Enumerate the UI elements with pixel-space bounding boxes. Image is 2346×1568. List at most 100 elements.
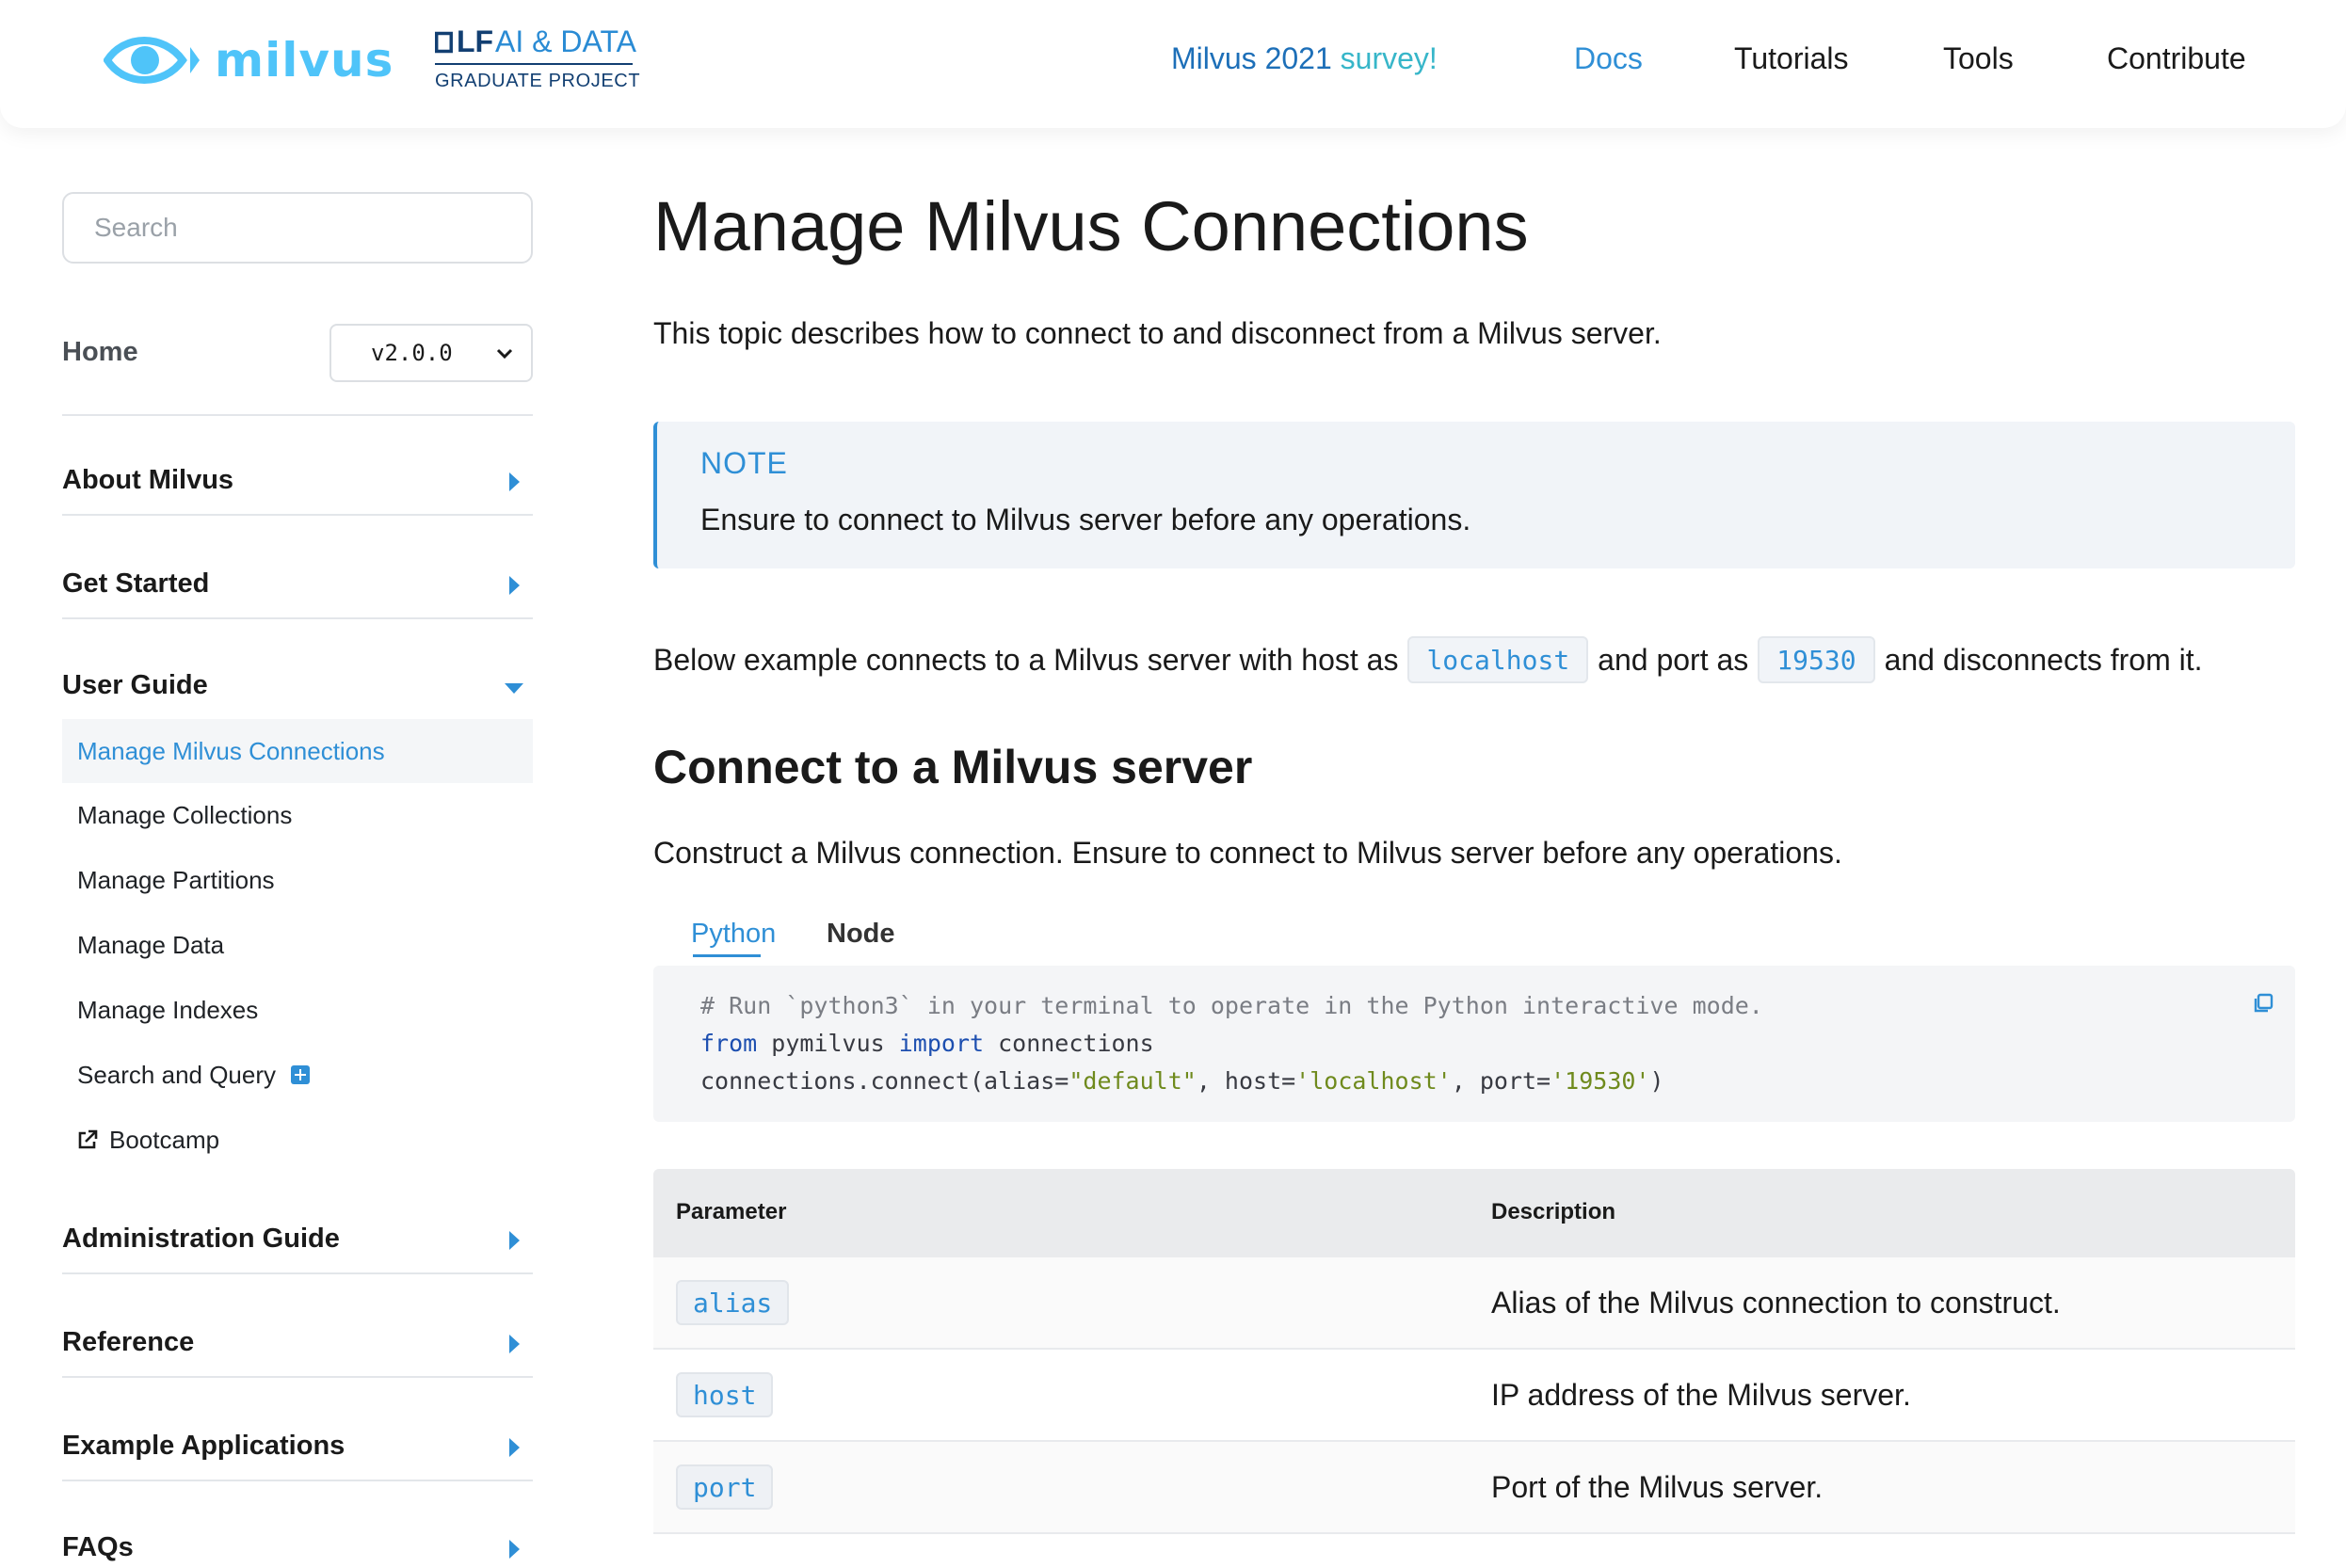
param-code: host [676,1372,774,1417]
home-link[interactable]: Home [62,337,138,367]
lf-bracket-icon [435,31,453,53]
sidebar-section-about[interactable]: About Milvus [62,465,533,503]
code-token: connections [984,1030,1154,1057]
section-label: User Guide [62,670,208,700]
example-text: Below example connects to a Milvus serve… [653,642,1399,677]
logo-wordmark: milvus [215,33,394,88]
sidebar-item-search-query[interactable]: Search and Query [62,1043,533,1107]
code-line: # Run `python3` in your terminal to oper… [700,992,1763,1019]
top-header: milvus LF AI & DATA GRADUATE PROJECT Mil… [0,0,2346,128]
note-text: Ensure to connect to Milvus server befor… [700,503,1471,536]
sidebar-divider [62,617,533,619]
code-token: , port= [1451,1067,1551,1095]
section-label: Example Applications [62,1431,345,1461]
table-header: Parameter Description [653,1169,2295,1257]
sidebar-divider [62,1376,533,1378]
table-row: port Port of the Milvus server. [653,1442,2295,1534]
code-token: 'localhost' [1295,1067,1452,1095]
code-token: pymilvus [757,1030,899,1057]
param-description: Port of the Milvus server. [1491,1470,1824,1504]
section-label: Reference [62,1327,195,1357]
sidebar-section-examples[interactable]: Example Applications [62,1431,533,1468]
inline-code-host: localhost [1407,636,1589,683]
code-token: ) [1649,1067,1664,1095]
caret-down-icon [505,683,523,694]
ai-data-label: AI & DATA [495,24,636,58]
caret-right-icon [509,1231,520,1250]
tab-node[interactable]: Node [827,919,895,949]
external-link-icon [78,1129,98,1149]
example-paragraph: Below example connects to a Milvus serve… [653,636,2203,683]
section-label: Administration Guide [62,1224,340,1254]
lf-ai-data-badge[interactable]: LF AI & DATA GRADUATE PROJECT [435,24,641,92]
sidebar-item-bootcamp[interactable]: Bootcamp [62,1108,533,1172]
table-row: host IP address of the Milvus server. [653,1350,2295,1442]
page-lead: This topic describes how to connect to a… [653,316,1662,350]
note-callout: NOTE Ensure to connect to Milvus server … [653,422,2295,568]
sidebar-item-manage-collections[interactable]: Manage Collections [77,800,293,829]
section-heading: Connect to a Milvus server [653,741,1253,793]
column-header: Parameter [676,1199,787,1224]
graduate-project-label: GRADUATE PROJECT [435,71,641,91]
nav-tutorials[interactable]: Tutorials [1734,41,1849,75]
sidebar-section-administration[interactable]: Administration Guide [62,1224,533,1261]
tab-python[interactable]: Python [691,919,777,949]
code-token: connections.connect(alias= [700,1067,1069,1095]
param-code: alias [676,1280,790,1325]
param-code: port [676,1464,774,1510]
nav-tools[interactable]: Tools [1943,41,2014,75]
code-token: '19530' [1551,1067,1650,1095]
sidebar-divider [62,514,533,516]
code-token: "default" [1069,1067,1197,1095]
home-row: Home v2.0.0 [62,324,533,382]
caret-right-icon [509,1540,520,1559]
nav-docs[interactable]: Docs [1574,41,1643,75]
example-text: and port as [1598,642,1749,677]
lf-divider [435,63,633,65]
caret-right-icon [509,1335,520,1353]
note-title: NOTE [700,446,788,480]
copy-icon[interactable] [2252,992,2274,1015]
table-row: alias Alias of the Milvus connection to … [653,1257,2295,1350]
sidebar-item-manage-data[interactable]: Manage Data [77,930,225,959]
lf-label: LF [456,24,494,58]
sidebar-item-manage-connections[interactable]: Manage Milvus Connections [62,719,533,783]
survey-text-b: survey! [1331,41,1438,75]
param-description: IP address of the Milvus server. [1491,1378,1911,1412]
sidebar-section-faqs[interactable]: FAQs [62,1532,533,1568]
code-token: from [700,1030,758,1057]
sidebar-item-manage-indexes[interactable]: Manage Indexes [77,995,259,1024]
code-block[interactable]: # Run `python3` in your terminal to oper… [653,966,2295,1122]
caret-right-icon [509,472,520,491]
milvus-logo[interactable]: milvus [104,26,394,94]
inline-code-port: 19530 [1758,636,1875,683]
param-description: Alias of the Milvus connection to constr… [1491,1286,2061,1320]
sidebar-item-label: Bootcamp [109,1125,220,1154]
expand-plus-icon[interactable] [291,1065,311,1084]
search-input[interactable]: Search [62,192,533,264]
sidebar-item-manage-partitions[interactable]: Manage Partitions [77,865,275,894]
nav-survey-link[interactable]: Milvus 2021 survey! [1171,41,1438,76]
section-label: About Milvus [62,465,234,495]
section-label: FAQs [62,1532,134,1562]
sidebar-divider [62,1480,533,1481]
caret-right-icon [509,1438,520,1457]
survey-text-a: Milvus 2021 [1171,41,1332,75]
active-tab-indicator [693,954,761,957]
sidebar-item-label: Search and Query [77,1060,277,1089]
page-title: Manage Milvus Connections [653,187,1529,265]
version-select[interactable]: v2.0.0 [329,324,533,382]
caret-right-icon [509,576,520,595]
section-label: Get Started [62,568,210,599]
sidebar-divider [62,414,533,416]
nav-contribute[interactable]: Contribute [2107,41,2246,75]
sidebar-section-reference[interactable]: Reference [62,1327,533,1365]
parameter-table: Parameter Description alias Alias of the… [653,1169,2295,1534]
chevron-down-icon [496,348,513,360]
sidebar-section-get-started[interactable]: Get Started [62,568,533,606]
milvus-eye-icon [104,37,200,84]
section-paragraph: Construct a Milvus connection. Ensure to… [653,836,1842,870]
example-text: and disconnects from it. [1884,642,2203,677]
sidebar-section-user-guide[interactable]: User Guide [62,670,533,708]
code-line: from pymilvus import connections [700,1030,1154,1057]
